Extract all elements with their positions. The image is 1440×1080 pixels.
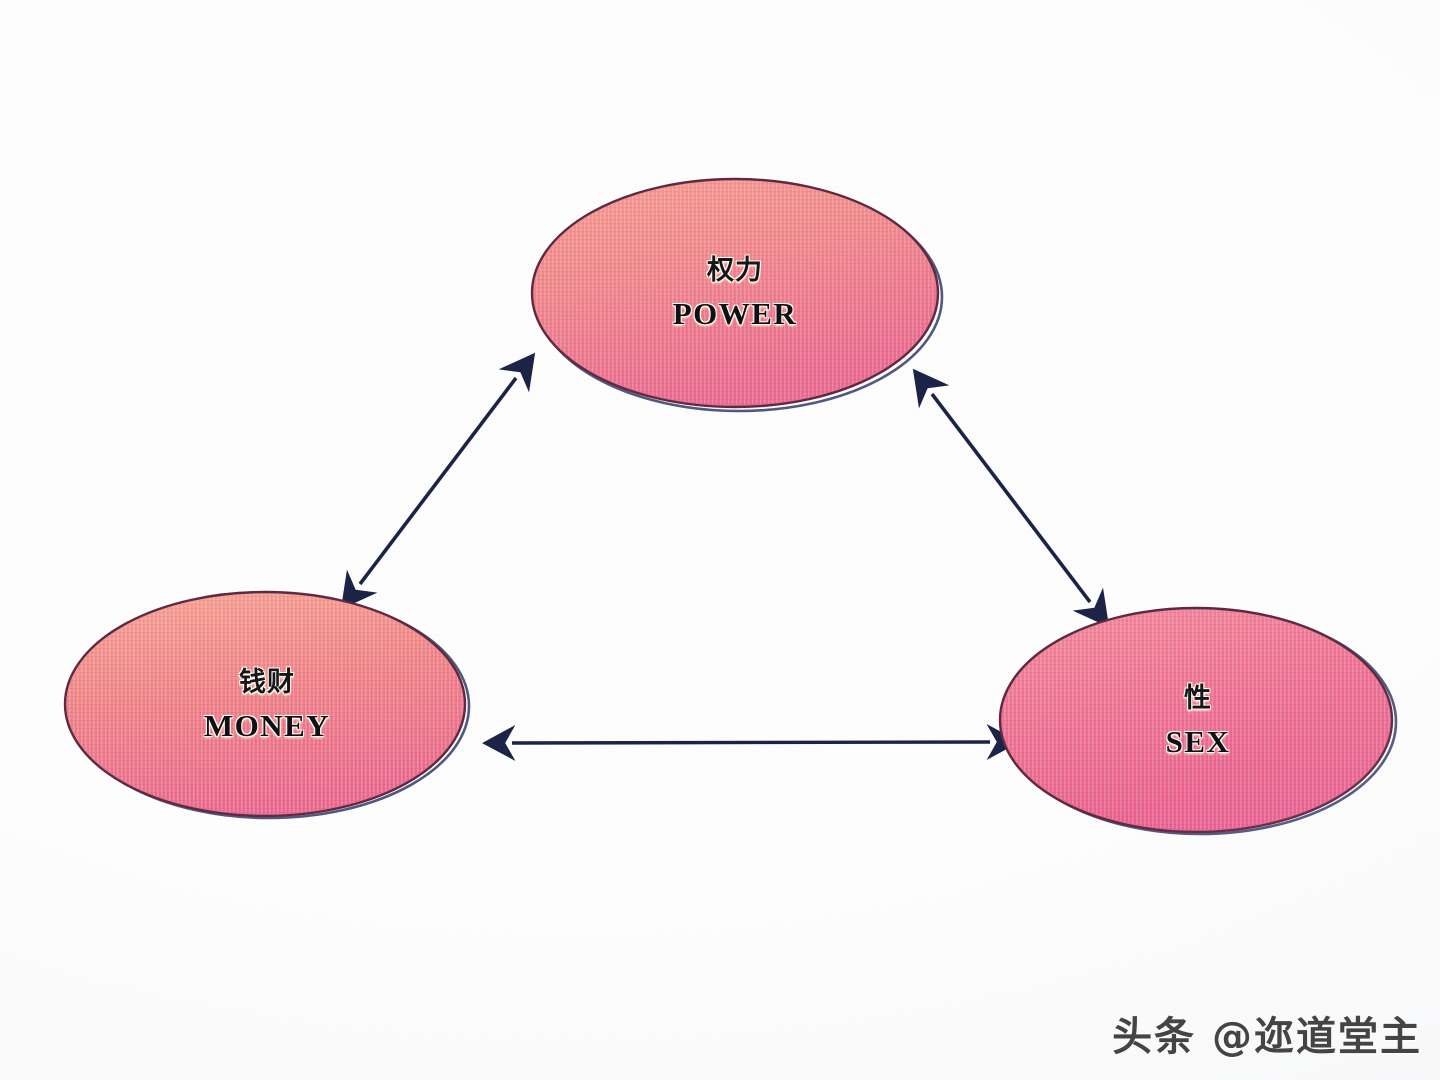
node-ellipse-texture: [1002, 610, 1390, 830]
node-sex[interactable]: 性 SEX: [998, 606, 1398, 836]
watermark-text: 头条 @迩道堂主: [1112, 1014, 1422, 1060]
node-ellipse-texture: [534, 181, 936, 405]
node-power[interactable]: 权力 POWER: [530, 177, 944, 413]
node-money[interactable]: 钱财 MONEY: [63, 590, 471, 820]
node-ellipse-texture: [67, 594, 463, 814]
connector-money-power: [340, 352, 536, 610]
connector-power-sex: [912, 368, 1110, 628]
connector-money-sex: [482, 723, 1020, 762]
